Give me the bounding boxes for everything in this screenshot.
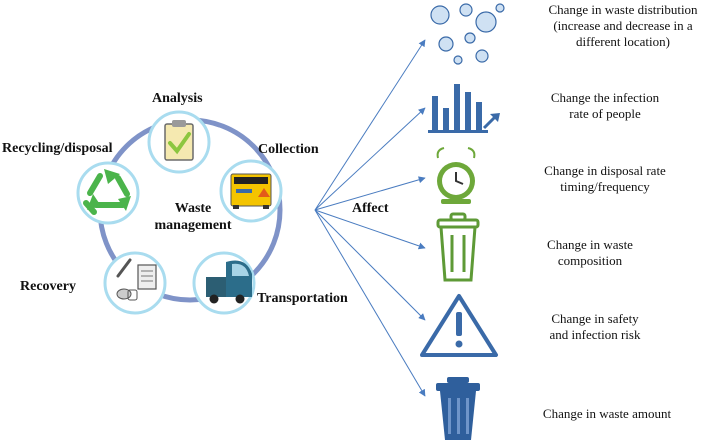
arrow-to-effect-5 bbox=[314, 209, 426, 321]
effect-text-line: (increase and decrease in a bbox=[553, 18, 693, 33]
virus-icon bbox=[430, 3, 505, 65]
arrow-to-effect-6 bbox=[314, 209, 426, 397]
recycling-node bbox=[76, 161, 140, 225]
truck-icon bbox=[206, 260, 252, 304]
recovery-node bbox=[103, 251, 167, 315]
effect-text-3: Change in disposal rate timing/frequency bbox=[530, 163, 680, 195]
stage-label-analysis: Analysis bbox=[152, 91, 203, 106]
effect-text-line: and infection risk bbox=[549, 327, 641, 342]
stage-label-collection: Collection bbox=[258, 142, 319, 157]
stage-label-recovery: Recovery bbox=[20, 279, 76, 294]
effect-text-line: Change in disposal rate bbox=[544, 163, 666, 178]
effect-text-5: Change in safety and infection risk bbox=[530, 311, 660, 343]
analysis-node bbox=[147, 110, 211, 174]
stage-label-transportation: Transportation bbox=[257, 291, 348, 306]
effect-arrows bbox=[314, 39, 426, 397]
effect-text-line: Change in waste distribution bbox=[548, 2, 698, 17]
bar-chart-icon bbox=[428, 84, 500, 133]
clipboard-icon bbox=[164, 120, 194, 161]
arrow-to-effect-2 bbox=[314, 107, 426, 211]
effect-text-line: timing/frequency bbox=[560, 179, 650, 194]
collection-node bbox=[219, 159, 283, 223]
alarm-clock-icon bbox=[436, 147, 476, 204]
effect-text-line: Change in waste bbox=[547, 237, 633, 252]
center-title-line-2: management bbox=[154, 218, 232, 233]
effect-text-6: Change in waste amount bbox=[522, 406, 692, 422]
arrow-to-effect-3 bbox=[314, 176, 426, 211]
arrow-to-effect-1 bbox=[314, 39, 426, 211]
collection-container-icon bbox=[230, 173, 272, 209]
trash-bin-icon bbox=[436, 212, 480, 282]
effect-text-line: Change in safety bbox=[551, 311, 639, 326]
effect-text-4: Change in waste composition bbox=[530, 237, 650, 269]
warning-triangle-icon bbox=[420, 294, 498, 357]
effect-text-line: Change in waste amount bbox=[542, 406, 672, 421]
effect-text-2: Change the infection rate of people bbox=[535, 90, 675, 122]
effect-text-line: different location) bbox=[576, 34, 670, 49]
center-title-line-1: Waste bbox=[174, 201, 212, 216]
effect-text-1: Change in waste distribution (increase a… bbox=[538, 2, 708, 50]
recoverable-items-icon bbox=[116, 258, 157, 301]
arrow-to-effect-4 bbox=[314, 209, 426, 250]
dustbin-icon bbox=[436, 377, 480, 440]
transportation-node bbox=[192, 251, 256, 315]
effect-text-line: composition bbox=[557, 253, 623, 268]
effect-text-line: Change the infection bbox=[550, 90, 660, 105]
center-title: Waste management bbox=[148, 200, 238, 234]
effect-text-line: rate of people bbox=[569, 106, 641, 121]
affect-label: Affect bbox=[352, 201, 389, 216]
stage-label-recycling: Recycling/disposal bbox=[2, 141, 113, 156]
